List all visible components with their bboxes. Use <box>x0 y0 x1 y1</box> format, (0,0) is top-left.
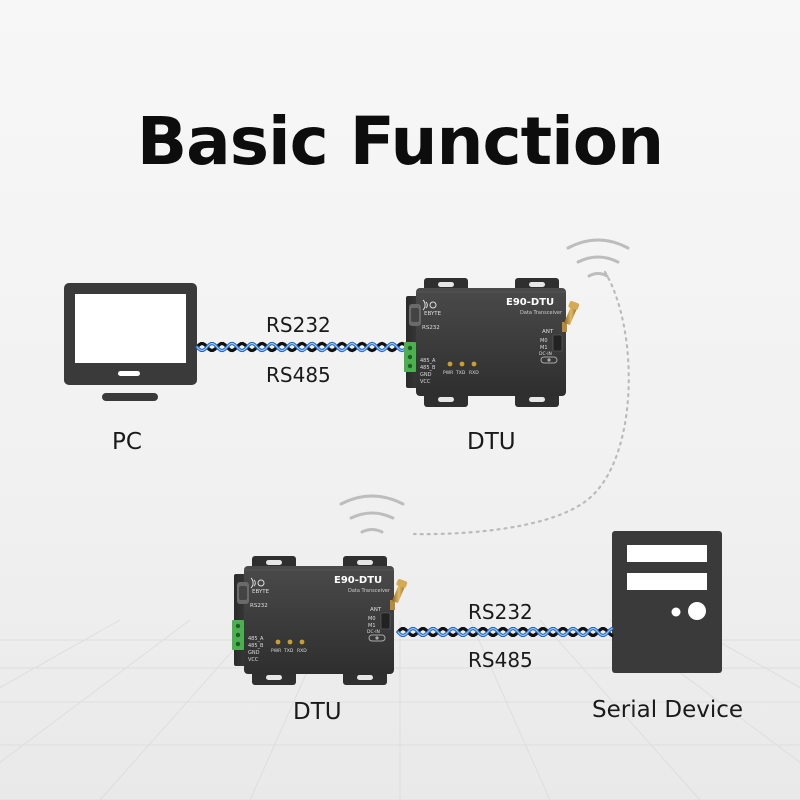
cable-top-label-rs485: RS485 <box>266 363 331 387</box>
node-label-serial-device: Serial Device <box>592 697 744 723</box>
dtu-port-485b: 485_B <box>248 643 264 649</box>
dtu-port-485a: 485_A <box>420 358 436 364</box>
dtu-led-rxd: RXD <box>297 648 307 654</box>
dtu-port-gnd: GND <box>248 650 260 656</box>
node-label-dtu-top: DTU <box>467 429 516 455</box>
dtu-brand: EBYTE <box>424 311 442 317</box>
cable-bottom <box>396 627 614 637</box>
wireless-link <box>412 270 630 536</box>
dtu-ant: ANT <box>542 329 554 335</box>
wifi-signal-top-icon <box>566 238 630 278</box>
dtu-m0: M0 <box>368 616 376 622</box>
dtu-subtitle: Data Transceiver <box>348 588 391 594</box>
node-label-dtu-bottom: DTU <box>293 699 342 725</box>
dtu-led-pwr: PWR <box>271 648 281 654</box>
dtu-port-485b: 485_B <box>420 365 436 371</box>
cable-strand-black <box>195 341 412 353</box>
cable-top-label-rs232: RS232 <box>266 313 331 337</box>
node-label-pc: PC <box>112 429 142 455</box>
dtu-model: E90-DTU <box>506 297 554 308</box>
dtu-dcin: DC-IN <box>367 629 380 635</box>
cable-bottom-label-rs232: RS232 <box>468 600 533 624</box>
serial-device-icon <box>612 531 722 673</box>
dtu-led-txd: TXD <box>455 370 466 376</box>
cable-strand-highlight <box>397 628 613 636</box>
pc-monitor-icon <box>64 283 197 401</box>
cable-strand-highlight <box>196 342 411 352</box>
dtu-device-top: EBYTE E90-DTU Data Transceiver RS232 485… <box>403 277 581 408</box>
dtu-device-bottom: EBYTE E90-DTU Data Transceiver RS232 485… <box>231 555 409 686</box>
page-title: Basic Function <box>136 103 664 180</box>
dtu-led-txd: TXD <box>283 648 294 654</box>
dtu-led-rxd: RXD <box>469 370 479 376</box>
dtu-model: E90-DTU <box>334 575 382 586</box>
dtu-m1: M1 <box>540 345 548 351</box>
cable-bottom-label-rs485: RS485 <box>468 648 533 672</box>
cable-strand-black <box>396 627 614 637</box>
dtu-m1: M1 <box>368 623 376 629</box>
dtu-port-vcc: VCC <box>420 379 431 385</box>
dtu-port-485a: 485_A <box>248 636 264 642</box>
wifi-signal-bottom-icon <box>339 494 405 534</box>
dtu-m0: M0 <box>540 338 548 344</box>
dtu-port-vcc: VCC <box>248 657 259 663</box>
dtu-dcin: DC-IN <box>539 351 552 357</box>
dtu-port-rs232: RS232 <box>250 603 268 609</box>
dtu-ant: ANT <box>370 607 382 613</box>
dtu-brand: EBYTE <box>252 589 270 595</box>
dtu-port-rs232: RS232 <box>422 325 440 331</box>
cable-top <box>195 341 412 353</box>
dtu-port-gnd: GND <box>420 372 432 378</box>
dtu-led-pwr: PWR <box>443 370 453 376</box>
dtu-subtitle: Data Transceiver <box>520 310 563 316</box>
